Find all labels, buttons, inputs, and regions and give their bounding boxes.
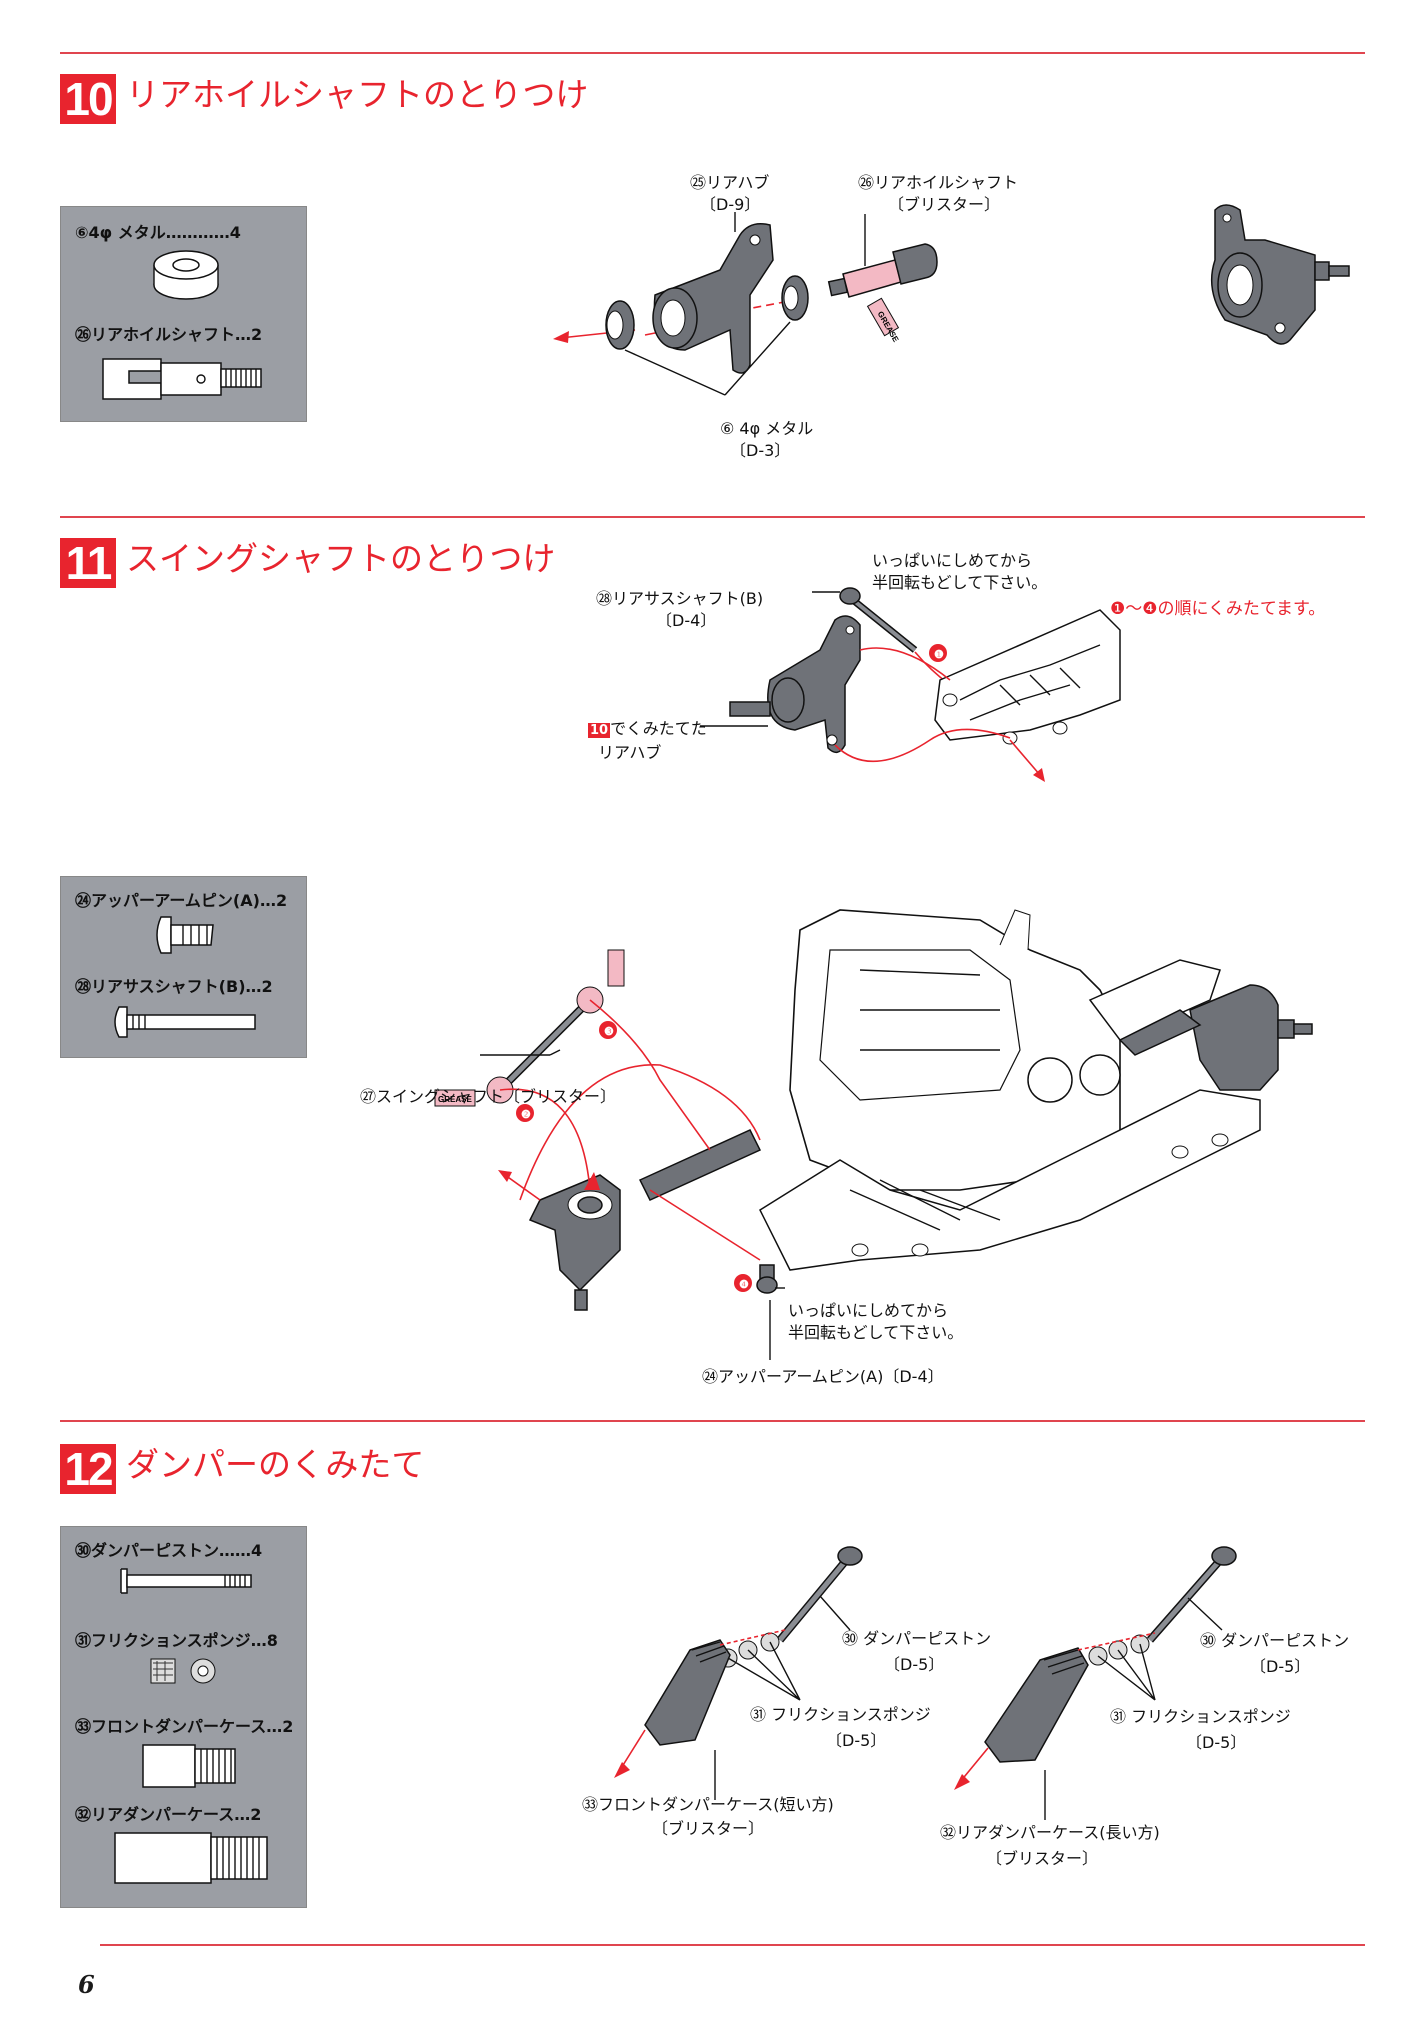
part-label: ㉘リアサスシャフト(B)…2 <box>75 977 273 996</box>
callout-sus-shaft: ㉘リアサスシャフト(B) <box>596 589 764 608</box>
metal-bushing-icon <box>153 250 219 300</box>
callout-rear-hub-ref: 〔D-9〕 <box>700 195 761 214</box>
callout-sponge: ㉛ フリクションスポンジ <box>750 1705 931 1724</box>
part-label: ⑥4φ メタル…………4 <box>75 223 241 242</box>
damper-piston-icon <box>120 1568 252 1594</box>
wheel-shaft-icon <box>102 358 262 400</box>
swing-shaft-assembly-diagram: GREASE ❷ ❸ ❹ <box>434 909 1313 1360</box>
step-marker: ❶ <box>934 649 944 661</box>
callout-tighten: 半回転もどして下さい。 <box>872 573 1048 592</box>
callout-piston: ㉚ ダンパーピストン <box>1200 1631 1350 1650</box>
callout-tighten: いっぱいにしめてから <box>872 551 1033 570</box>
callout-sus-shaft-ref: 〔D-4〕 <box>656 611 717 630</box>
grease-tag: GREASE <box>438 1095 472 1104</box>
front-damper-assembly-diagram <box>614 1546 863 1800</box>
part-label: ㉔アッパーアームピン(A)…2 <box>75 891 288 910</box>
step-number: 11 <box>60 538 116 588</box>
callout-metal-ref: 〔D-3〕 <box>730 441 791 460</box>
friction-sponge-icon <box>150 1658 216 1684</box>
step-number: 12 <box>60 1444 116 1494</box>
callout-piston-ref: 〔D-5〕 <box>884 1655 945 1674</box>
parts-panel: ㉚ダンパーピストン……4 ㉛フリクションスポンジ…8 ㉝フロントダンパーケース…… <box>60 1526 307 1908</box>
part-label: ㉜リアダンパーケース…2 <box>75 1805 262 1824</box>
section-divider <box>60 516 1365 518</box>
callout-front-damper-case-ref: 〔ブリスター〕 <box>652 1819 765 1838</box>
callout-metal: ⑥ 4φ メタル <box>720 419 814 438</box>
step-marker: ❹ <box>739 1279 749 1291</box>
callout-sponge: ㉛ フリクションスポンジ <box>1110 1707 1291 1726</box>
part-label: ㉝フロントダンパーケース…2 <box>75 1717 294 1736</box>
rear-damper-case-icon <box>114 1832 268 1884</box>
callout-rear-damper-case: ㉜リアダンパーケース(長い方) <box>940 1823 1160 1842</box>
front-damper-case-icon <box>142 1744 236 1788</box>
parts-panel: ㉔アッパーアームピン(A)…2 ㉘リアサスシャフト(B)…2 <box>60 876 307 1058</box>
part-label: ㉖リアホイルシャフト…2 <box>75 325 263 344</box>
callout-rear-damper-case-ref: 〔ブリスター〕 <box>986 1849 1099 1868</box>
callout-piston: ㉚ ダンパーピストン <box>842 1629 992 1648</box>
step-title: スイングシャフトのとりつけ <box>126 539 556 578</box>
page-number: 6 <box>78 1970 95 1999</box>
part-label: ㉚ダンパーピストン……4 <box>75 1541 263 1560</box>
callout-front-damper-case: ㉝フロントダンパーケース(短い方) <box>582 1795 834 1814</box>
sus-shaft-icon <box>114 1006 256 1038</box>
rear-sus-shaft-diagram: ❶ <box>700 587 1121 782</box>
arm-pin-icon <box>156 916 214 954</box>
callout-wheel-shaft: ㉖リアホイルシャフト <box>858 173 1019 192</box>
rear-damper-assembly-diagram <box>954 1546 1237 1820</box>
rear-hub-assembly-diagram: GREASE <box>553 212 938 396</box>
section-divider <box>60 1420 1365 1422</box>
part-label: ㉛フリクションスポンジ…8 <box>75 1631 278 1650</box>
callout-sponge-ref: 〔D-5〕 <box>826 1731 887 1750</box>
callout-piston-ref: 〔D-5〕 <box>1250 1657 1311 1676</box>
callout-tighten: 半回転もどして下さい。 <box>788 1323 964 1342</box>
callout-wheel-shaft-ref: 〔ブリスター〕 <box>888 195 1001 214</box>
callout-tighten: いっぱいにしめてから <box>788 1301 949 1320</box>
callout-hub-from-step: リアハブ <box>598 743 662 762</box>
step-number: 10 <box>60 74 116 124</box>
section-divider <box>60 52 1365 54</box>
callout-swing-shaft: ㉗スイングシャフト〔ブリスター〕 <box>360 1087 617 1106</box>
step-title: リアホイルシャフトのとりつけ <box>126 75 589 114</box>
step-marker: ❸ <box>604 1026 614 1038</box>
assembly-order-note: ❶〜❹の順にくみたてます。 <box>1110 599 1326 619</box>
callout-sponge-ref: 〔D-5〕 <box>1186 1733 1247 1752</box>
step-marker: ❷ <box>521 1109 531 1121</box>
step-title: ダンパーのくみたて <box>126 1445 425 1484</box>
callout-rear-hub: ㉕リアハブ <box>690 173 770 192</box>
assembled-hub-diagram <box>1210 204 1350 345</box>
callout-upper-arm-pin: ㉔アッパーアームピン(A)〔D-4〕 <box>702 1367 944 1386</box>
parts-panel: ⑥4φ メタル…………4 ㉖リアホイルシャフト…2 <box>60 206 307 422</box>
section-divider <box>100 1944 1365 1946</box>
